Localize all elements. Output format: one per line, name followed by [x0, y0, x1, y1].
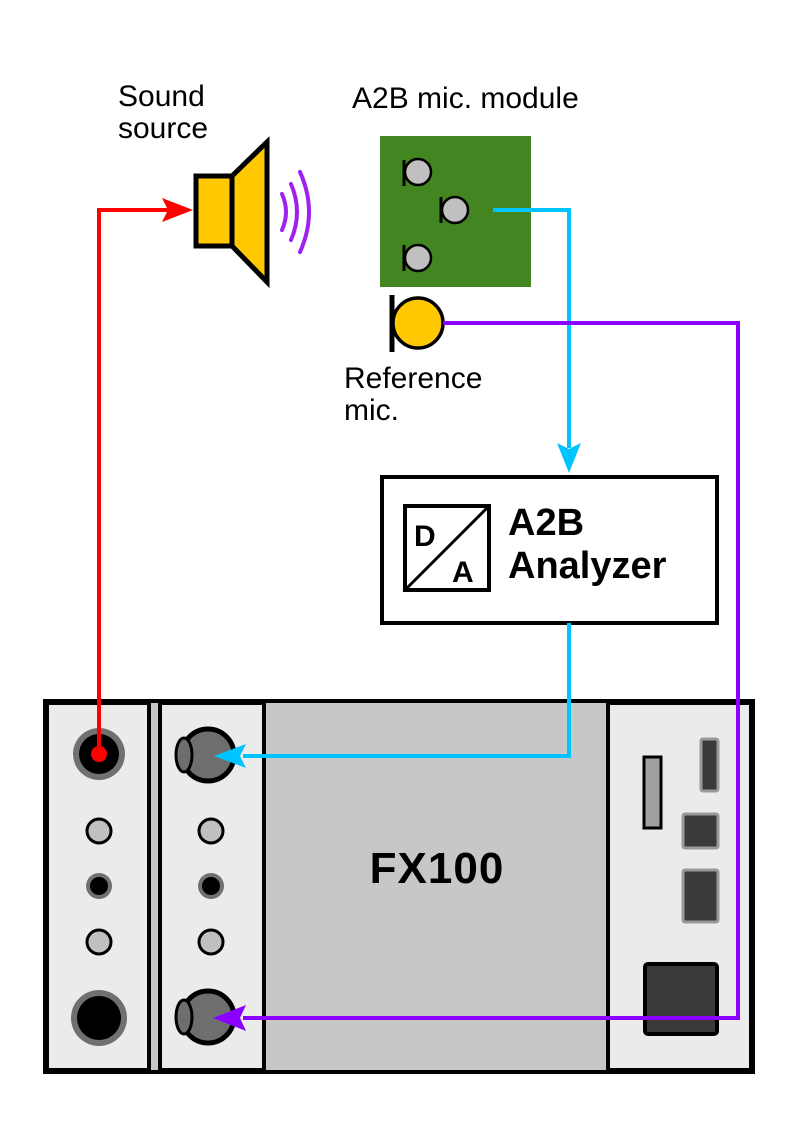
speaker-icon — [193, 136, 270, 289]
reference-mic-label-line1: Reference — [344, 362, 482, 395]
device-name-label: FX100 — [370, 844, 505, 893]
reference-mic-icon — [389, 295, 445, 352]
usb-b-port[interactable] — [681, 812, 720, 850]
led-indicator — [197, 928, 225, 956]
analyzer-label-line1: A2B — [508, 502, 584, 544]
output-cable — [91, 198, 193, 762]
sound-source-label-line1: Sound — [118, 80, 205, 113]
large-jack[interactable] — [71, 990, 127, 1046]
da-converter-icon: D A — [403, 504, 491, 592]
sound-waves-icon — [280, 170, 311, 254]
xlr-input-2[interactable] — [174, 988, 237, 1046]
a2b-analyzer-box: D A A2B Analyzer — [380, 475, 719, 625]
mic-capsule-icon — [402, 157, 433, 187]
mic-capsule-icon — [439, 195, 470, 225]
sound-source-label-line2: source — [118, 112, 208, 145]
led-indicator — [85, 817, 113, 845]
da-symbol-a: A — [452, 556, 474, 589]
small-jack[interactable] — [198, 873, 224, 899]
led-indicator — [85, 928, 113, 956]
reference-mic-label-line2: mic. — [344, 394, 399, 427]
cable-plug-dot — [91, 746, 107, 762]
mic-module-label: A2B mic. module — [352, 82, 579, 115]
reference-cable — [213, 321, 740, 1031]
mic-capsule-icon — [402, 243, 433, 273]
analog-cable-out — [214, 623, 571, 768]
power-connector[interactable] — [643, 962, 719, 1036]
da-symbol-d: D — [414, 520, 436, 553]
slot-port[interactable] — [642, 755, 663, 830]
led-indicator — [197, 817, 225, 845]
fx100-device: FX100 — [43, 699, 755, 1074]
a2b-cable-in — [493, 208, 581, 473]
analyzer-label-line2: Analyzer — [508, 545, 667, 587]
small-jack[interactable] — [86, 873, 112, 899]
usb-port[interactable] — [699, 737, 720, 793]
network-port[interactable] — [681, 868, 720, 924]
